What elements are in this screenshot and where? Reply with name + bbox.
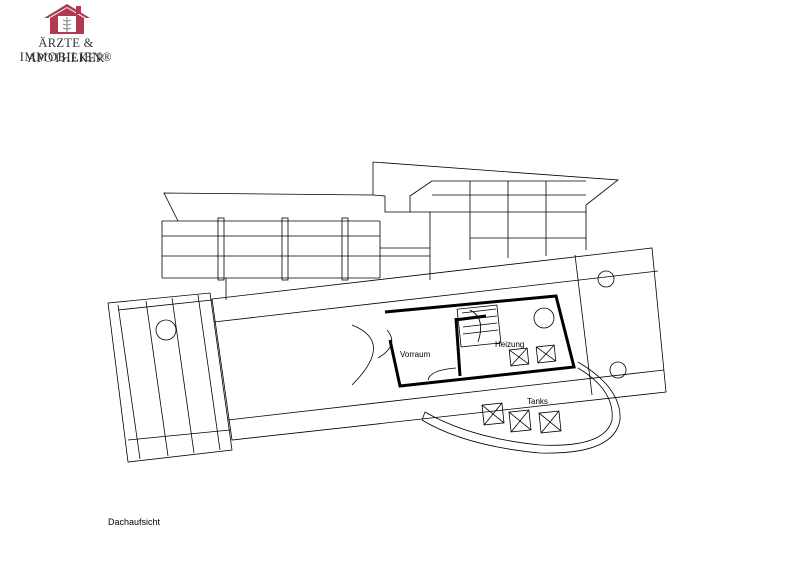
drawing-caption: Dachaufsicht [108,517,161,527]
brand-name-line2: IMMOBILIEN® [19,50,113,64]
heating-units [508,344,557,367]
company-logo: ÄRZTE & APOTHEKER IMMOBILIEN® [0,0,140,70]
railing-band [161,220,381,300]
tank-boxes [481,402,562,434]
label-tanks: Tanks [527,397,548,406]
tank-enclosure [421,361,621,454]
brand-name-line1: ÄRZTE & APOTHEKER [27,36,105,65]
left-platform [107,292,233,463]
house-caduceus-icon [44,4,90,34]
upper-building-outline [163,161,620,280]
door-swing-inner [427,367,457,381]
column-posts [217,217,349,281]
label-heizung: Heizung [495,340,524,349]
door-swing-vorraum [351,324,374,386]
roof-hatch-circle [533,307,555,329]
label-vorraum: Vorraum [400,350,431,359]
rooftop-structure-walls [384,294,576,388]
main-roof-slab [211,247,667,441]
